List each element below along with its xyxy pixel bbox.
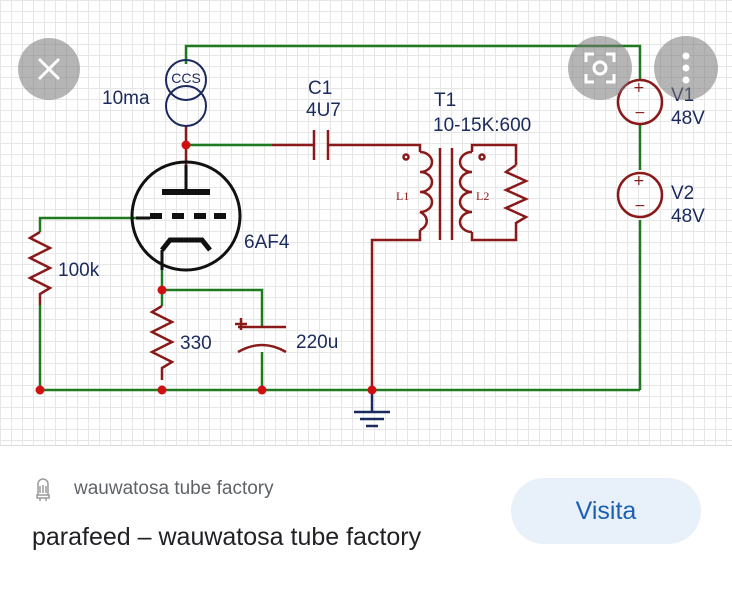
v1-minus: − <box>634 105 646 121</box>
more-options-button[interactable] <box>654 36 718 100</box>
close-icon <box>37 57 61 81</box>
transformer-ratio: 10-15K:600 <box>433 115 531 136</box>
image-viewer[interactable]: CCS 10ma C1 4U7 T1 10-15K:600 L1 L2 <box>0 0 732 446</box>
v2-plus: + <box>633 173 645 189</box>
more-vertical-icon <box>682 52 690 84</box>
grid-resistor <box>27 230 53 305</box>
lens-button[interactable] <box>568 36 632 100</box>
junction-nodes <box>35 140 377 395</box>
voltage-source-v2 <box>616 171 664 219</box>
coil-primary-label: L1 <box>396 189 409 203</box>
lens-icon <box>584 52 616 84</box>
coil-secondary-label: L2 <box>476 189 489 203</box>
current-label: 10ma <box>102 88 150 109</box>
source-row[interactable]: wauwatosa tube factory <box>32 474 274 504</box>
source-name: wauwatosa tube factory <box>74 478 274 499</box>
triode-tube <box>130 160 242 272</box>
transformer-t1 <box>402 148 530 240</box>
close-button[interactable] <box>18 38 80 100</box>
bypass-cap-label: 220u <box>296 332 338 353</box>
ccs-label: CCS <box>171 70 201 86</box>
tube-label: 6AF4 <box>244 232 290 253</box>
v2-minus: − <box>634 198 646 214</box>
visit-button[interactable]: Visita <box>511 478 701 544</box>
capacitor-name: C1 <box>308 78 332 99</box>
grid-resistor-label: 100k <box>58 260 100 281</box>
v2-value: 48V <box>671 206 705 227</box>
circuit-schematic: CCS 10ma C1 4U7 T1 10-15K:600 L1 L2 <box>27 44 705 428</box>
component-leads <box>184 126 518 390</box>
v2-name: V2 <box>671 183 694 204</box>
page-title[interactable]: parafeed – wauwatosa tube factory <box>32 523 422 551</box>
ccs-symbol <box>165 59 207 127</box>
cathode-resistor-label: 330 <box>180 333 212 354</box>
ground-symbol <box>354 390 390 428</box>
v1-value: 48V <box>671 108 705 129</box>
bypass-capacitor <box>235 318 287 354</box>
transformer-name: T1 <box>434 90 456 111</box>
capacitor-value: 4U7 <box>306 100 341 121</box>
cathode-resistor <box>149 304 175 380</box>
voltage-source-v1 <box>616 78 664 126</box>
v1-plus: + <box>633 80 645 96</box>
capacitor-c1 <box>312 130 330 160</box>
tube-favicon-icon <box>36 478 50 501</box>
